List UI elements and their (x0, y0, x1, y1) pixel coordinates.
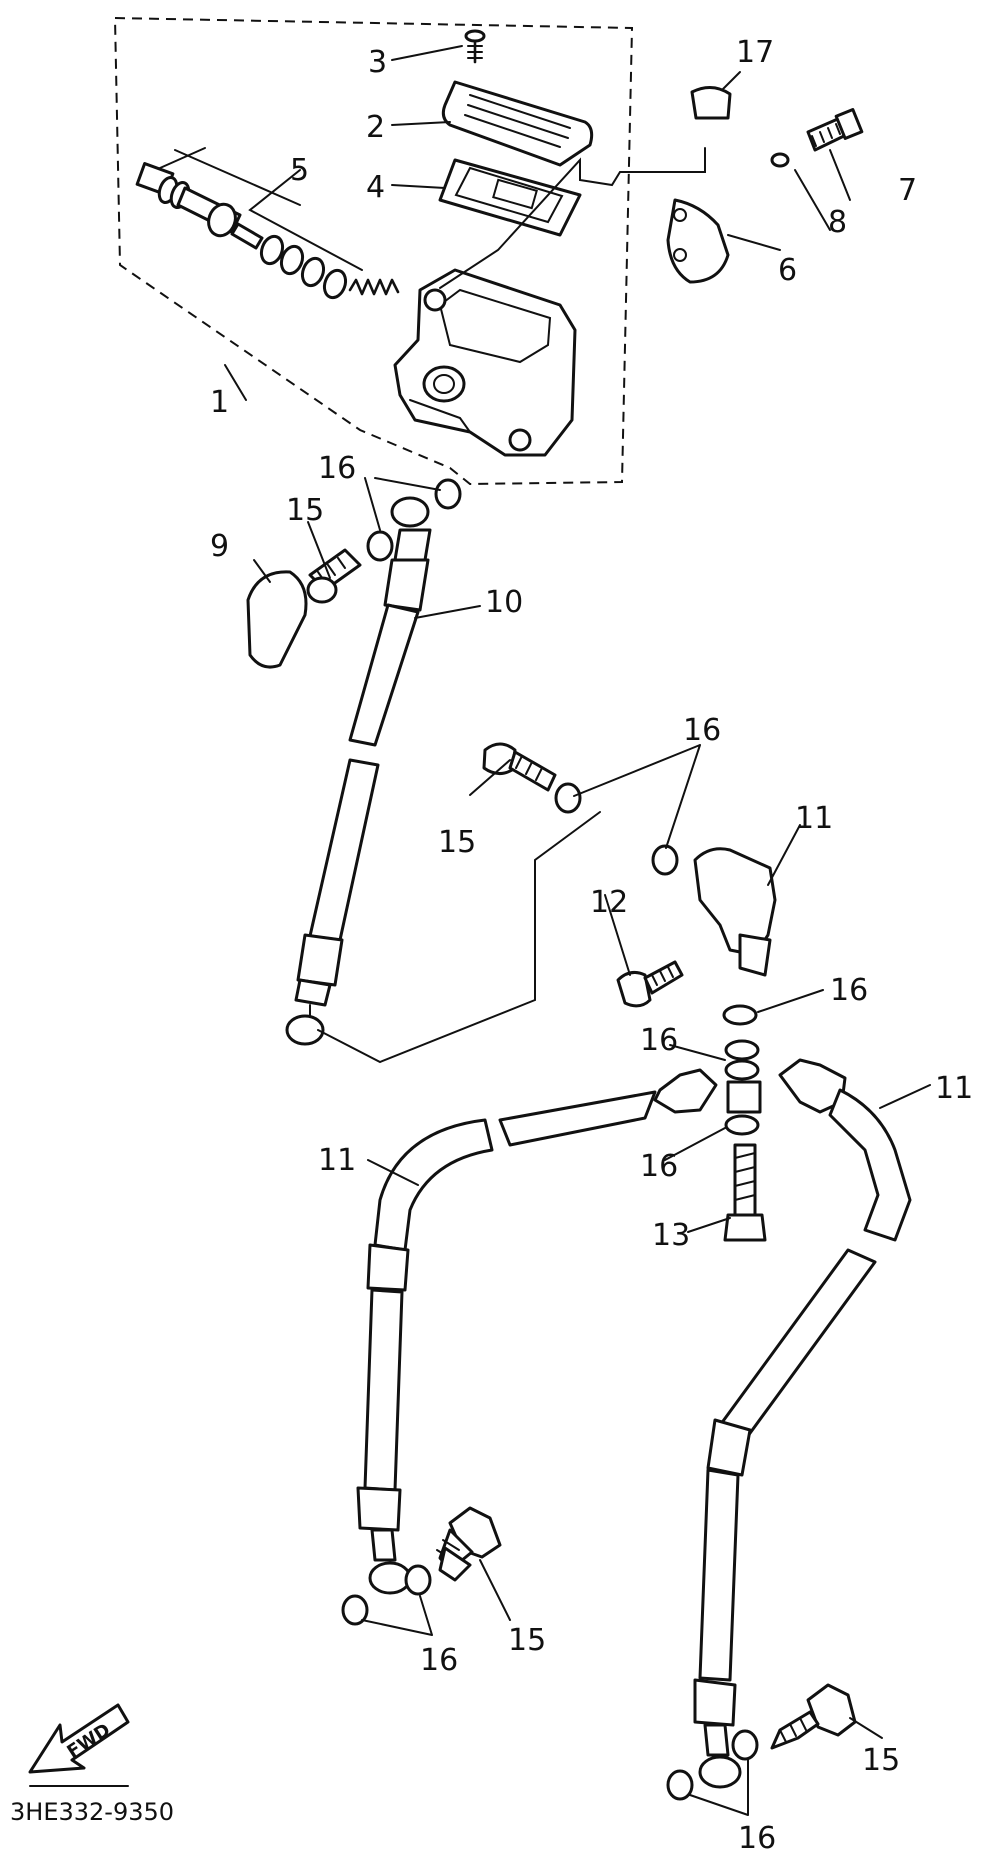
callout-17: 17 (736, 35, 774, 70)
callout-12: 11 (795, 801, 833, 836)
callout-13: 12 (590, 885, 628, 920)
master-cylinder-body (393, 268, 577, 457)
left-brake-hose (356, 1068, 718, 1595)
copper-washer-center-4 (724, 1114, 760, 1136)
callout-9: 9 (210, 529, 229, 564)
callout-11-right: 11 (935, 1071, 973, 1106)
callout-16-right: 16 (830, 973, 868, 1008)
copper-washer-mid-2 (651, 844, 679, 876)
union-bolt-middle (482, 742, 557, 792)
copper-washer-top-1 (366, 530, 394, 562)
fwd-arrow-icon: FWD (28, 1703, 130, 1774)
callout-8: 8 (828, 205, 847, 240)
union-bolt-lower-right (770, 1683, 857, 1750)
leader-lines (159, 45, 931, 1816)
callout-4: 4 (366, 170, 385, 205)
center-banjo (726, 1080, 762, 1114)
connection-line (317, 811, 601, 1064)
callout-15-top: 15 (286, 493, 324, 528)
center-union-bolt (723, 1143, 767, 1242)
joint-bolt (616, 960, 684, 1008)
union-bolt-lower-left (436, 1506, 502, 1582)
washer-8 (770, 152, 790, 168)
callout-16-top: 16 (318, 451, 356, 486)
lever-bracket (666, 198, 730, 284)
callout-7: 7 (898, 173, 917, 208)
copper-washer-lower-left-2 (341, 1594, 369, 1626)
three-way-joint (693, 847, 777, 977)
reservoir-screw (464, 29, 486, 64)
copper-washer-top-2 (434, 478, 462, 510)
reservoir-plug (690, 86, 732, 120)
diaphragm (438, 158, 582, 237)
right-brake-hose (693, 1058, 912, 1789)
callout-16-center-lower: 16 (640, 1149, 678, 1184)
callout-6: 6 (778, 253, 797, 288)
callout-15-mid: 15 (438, 825, 476, 860)
copper-washer-lower-right-1 (731, 1729, 759, 1761)
callout-5: 5 (290, 153, 309, 188)
callout-14: 13 (652, 1218, 690, 1253)
bracket-bolt (806, 108, 864, 152)
union-bolt-top (306, 548, 362, 604)
callout-2: 2 (366, 110, 385, 145)
callout-1: 1 (210, 385, 229, 420)
copper-washer-center-3 (724, 1059, 760, 1081)
copper-washer-lower-right-2 (666, 1769, 694, 1801)
callout-3: 3 (368, 45, 387, 80)
callout-16-lower-right: 16 (738, 1821, 776, 1856)
callout-11-left: 11 (318, 1143, 356, 1178)
callout-15-lower-left: 15 (508, 1623, 546, 1658)
copper-washer-lower-left-1 (404, 1564, 432, 1596)
copper-washer-mid-1 (554, 782, 582, 814)
callout-16-center-upper: 16 (640, 1023, 678, 1058)
reservoir-cap (441, 80, 594, 167)
copper-washer-center-2 (724, 1039, 760, 1061)
banjo-cover (246, 570, 308, 669)
part-code: 3HE332-9350 (10, 1798, 174, 1826)
callout-16-lower-left: 16 (420, 1643, 458, 1678)
callout-15-lower-right: 15 (862, 1743, 900, 1778)
piston-kit (135, 162, 400, 300)
callout-10: 10 (485, 585, 523, 620)
copper-washer-center-1 (722, 1004, 758, 1026)
connection-line-top (439, 147, 706, 289)
upper-brake-hose (285, 496, 432, 1046)
callout-16-mid: 16 (683, 713, 721, 748)
